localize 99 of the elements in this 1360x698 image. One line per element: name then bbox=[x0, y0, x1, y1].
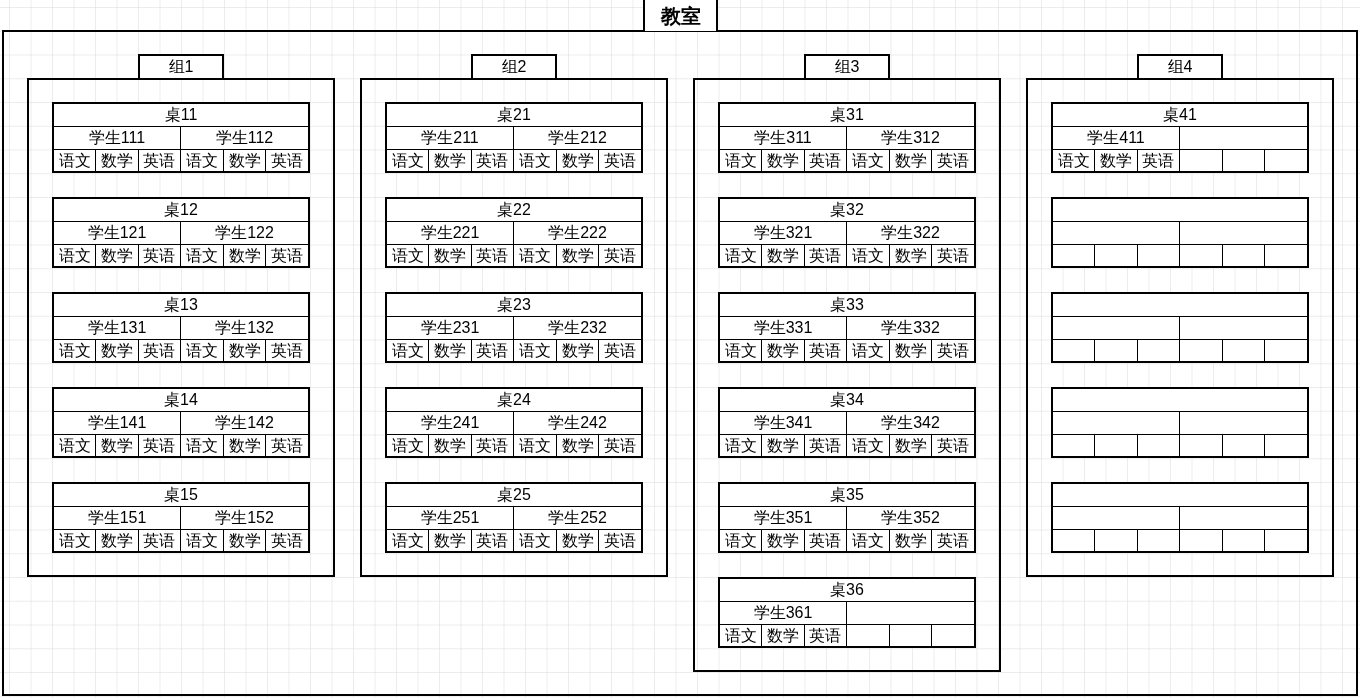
subject-label: 数学 bbox=[101, 342, 133, 359]
subject-label: 数学 bbox=[767, 152, 799, 169]
subject-label: 数学 bbox=[228, 152, 261, 169]
desk-label: 桌32 bbox=[720, 199, 974, 222]
desk-table bbox=[1051, 197, 1309, 268]
subject-label: 语文 bbox=[518, 342, 551, 359]
subject-label: 语文 bbox=[724, 247, 757, 264]
subject-label: 语文 bbox=[851, 247, 884, 264]
subject-label: 英语 bbox=[271, 342, 304, 359]
desk-table bbox=[1051, 292, 1309, 363]
student-name: 学生232 bbox=[548, 320, 607, 336]
student-name: 学生121 bbox=[87, 225, 147, 241]
student-slot bbox=[720, 602, 847, 646]
subject-label: 英语 bbox=[476, 437, 509, 454]
subject-label: 数学 bbox=[228, 247, 261, 264]
subject-label: 语文 bbox=[185, 532, 218, 549]
subject-label: 英语 bbox=[476, 152, 509, 169]
desk-label: 桌31 bbox=[720, 104, 974, 127]
student-slot bbox=[181, 317, 308, 361]
desk-label: 桌11 bbox=[54, 104, 308, 127]
student-slot bbox=[387, 507, 514, 551]
student-slot bbox=[514, 507, 641, 551]
subject-label: 语文 bbox=[724, 342, 757, 359]
student-name: 学生151 bbox=[87, 510, 147, 526]
subject-label: 语文 bbox=[851, 152, 884, 169]
desk-label: 桌24 bbox=[387, 389, 641, 412]
desk-label: 桌33 bbox=[720, 294, 974, 317]
student-name: 学生332 bbox=[881, 320, 940, 336]
subject-label: 英语 bbox=[937, 247, 970, 264]
subject-label: 数学 bbox=[101, 247, 133, 264]
desk-label: 桌13 bbox=[54, 294, 308, 317]
desk-table bbox=[385, 292, 643, 363]
desk-table bbox=[718, 482, 976, 553]
student-slot bbox=[181, 222, 308, 266]
title-tab: 教室 bbox=[643, 0, 718, 31]
student-name: 学生361 bbox=[753, 605, 813, 621]
student-name: 学生342 bbox=[881, 415, 940, 431]
subject-label: 英语 bbox=[271, 532, 304, 549]
desk-table bbox=[718, 387, 976, 458]
subject-label: 数学 bbox=[561, 437, 594, 454]
desk-label: 桌12 bbox=[54, 199, 308, 222]
subject-label: 数学 bbox=[767, 342, 799, 359]
subject-label: 数学 bbox=[228, 437, 261, 454]
student-slot bbox=[1053, 127, 1180, 171]
student-slot bbox=[387, 222, 514, 266]
subject-label: 语文 bbox=[724, 627, 757, 644]
student-name: 学生252 bbox=[548, 510, 607, 526]
subject-label: 数学 bbox=[767, 532, 799, 549]
subject-label: 英语 bbox=[476, 532, 509, 549]
desk-table bbox=[718, 577, 976, 648]
subject-label: 语文 bbox=[58, 532, 91, 549]
subject-label: 英语 bbox=[271, 247, 304, 264]
subject-label: 语文 bbox=[391, 152, 424, 169]
desk-table bbox=[52, 292, 310, 363]
student-name: 学生131 bbox=[87, 320, 147, 336]
subject-label: 数学 bbox=[434, 152, 466, 169]
student-slot bbox=[387, 412, 514, 456]
student-name: 学生222 bbox=[548, 225, 607, 241]
subject-label: 英语 bbox=[143, 437, 176, 454]
subject-label: 英语 bbox=[143, 532, 176, 549]
desk-table bbox=[1051, 482, 1309, 553]
student-name: 学生331 bbox=[753, 320, 813, 336]
subject-label: 语文 bbox=[518, 532, 551, 549]
student-name: 学生242 bbox=[548, 415, 607, 431]
student-name: 学生211 bbox=[421, 130, 479, 146]
student-name: 学生322 bbox=[881, 225, 940, 241]
subject-label: 数学 bbox=[894, 342, 927, 359]
subject-label: 英语 bbox=[809, 247, 842, 264]
subject-label: 英语 bbox=[604, 247, 637, 264]
subject-label: 数学 bbox=[894, 532, 927, 549]
subject-label: 数学 bbox=[561, 247, 594, 264]
subject-label: 数学 bbox=[434, 532, 466, 549]
student-name: 学生352 bbox=[881, 510, 940, 526]
student-name: 学生341 bbox=[753, 415, 813, 431]
student-name: 学生311 bbox=[754, 130, 812, 146]
desk-table bbox=[52, 102, 310, 173]
student-slot bbox=[720, 507, 847, 551]
student-name: 学生141 bbox=[87, 415, 147, 431]
student-slot bbox=[514, 222, 641, 266]
subject-label: 数学 bbox=[434, 342, 466, 359]
subject-label: 英语 bbox=[604, 152, 637, 169]
subject-label: 数学 bbox=[434, 437, 466, 454]
desk-table bbox=[718, 102, 976, 173]
student-slot bbox=[181, 127, 308, 171]
subject-label: 语文 bbox=[185, 437, 218, 454]
student-name: 学生312 bbox=[881, 130, 940, 146]
subject-label: 数学 bbox=[767, 437, 799, 454]
subject-label: 英语 bbox=[809, 152, 842, 169]
desk-label: 桌36 bbox=[720, 579, 974, 602]
subject-label: 英语 bbox=[937, 437, 970, 454]
student-name: 学生351 bbox=[753, 510, 813, 526]
subject-label: 语文 bbox=[391, 247, 424, 264]
subject-label: 数学 bbox=[101, 532, 133, 549]
student-name: 学生241 bbox=[420, 415, 480, 431]
subject-label: 语文 bbox=[58, 342, 91, 359]
subject-label: 语文 bbox=[518, 247, 551, 264]
desk-table bbox=[718, 197, 976, 268]
student-name: 学生251 bbox=[420, 510, 480, 526]
subject-label: 英语 bbox=[271, 437, 304, 454]
